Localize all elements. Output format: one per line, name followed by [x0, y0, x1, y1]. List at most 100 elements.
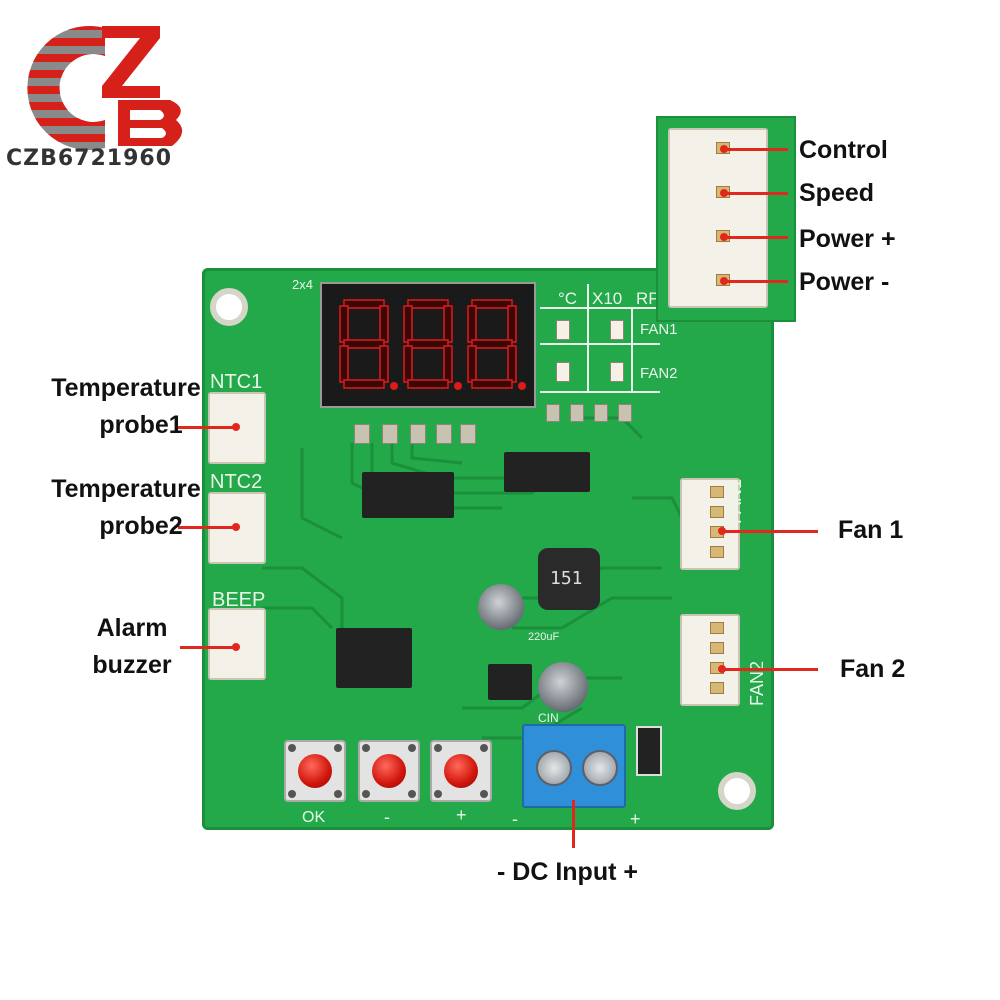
- label-control: Control: [799, 136, 888, 164]
- pcb-traces: [262, 416, 684, 740]
- resistor-201-c: [410, 424, 426, 444]
- silk-fan2-indicator: FAN2: [640, 365, 678, 382]
- silk-rpm: RP: [636, 289, 660, 308]
- silk-fan1-indicator: FAN1: [640, 321, 678, 338]
- dot-temp-probe1: [232, 423, 240, 431]
- resistor-202-c: [594, 404, 608, 422]
- label-speed: Speed: [799, 179, 875, 207]
- label-power-minus: Power -: [799, 268, 890, 296]
- lead-control: [724, 148, 788, 151]
- dot-power-plus: [720, 233, 728, 241]
- silk-minus-btn: -: [384, 807, 390, 827]
- dc-terminal-block: [522, 724, 626, 808]
- label-alarm-line1: Alarm: [96, 614, 168, 642]
- dot-temp-probe2: [232, 523, 240, 531]
- led-x10: [610, 320, 624, 340]
- btn-pin: [408, 744, 416, 752]
- fan2-pin-2: [710, 642, 724, 654]
- silk-display-label: 2x4: [292, 277, 313, 292]
- ic-driver-left: [362, 472, 454, 518]
- lead-dc-input: [572, 800, 575, 848]
- btn-pin: [362, 744, 370, 752]
- silk-ok: OK: [302, 809, 326, 826]
- btn-pin: [288, 790, 296, 798]
- fan2-pin-1: [710, 622, 724, 634]
- lead-power-minus: [724, 280, 788, 283]
- silk-ntc2: NTC2: [210, 471, 263, 493]
- btn-pin: [480, 744, 488, 752]
- capacitor-1: [478, 584, 524, 630]
- lead-temp-probe2: [178, 526, 236, 529]
- lead-alarm: [180, 646, 236, 649]
- led-fan2: [610, 362, 624, 382]
- fan1-pin-1: [710, 486, 724, 498]
- btn-pin: [334, 744, 342, 752]
- resistor-201-b: [382, 424, 398, 444]
- silk-cap-label: 220uF: [528, 631, 560, 643]
- silk-plus-btn: +: [456, 805, 467, 825]
- lead-speed: [724, 192, 788, 195]
- lead-temp-probe1: [178, 426, 236, 429]
- lead-fan2: [722, 668, 818, 671]
- mounting-hole-top-left: [210, 288, 248, 326]
- label-alarm-line2: buzzer: [92, 651, 172, 679]
- label-temp-probe1: Temperature probe1: [40, 376, 212, 438]
- brand-watermark: CZB6721960: [6, 146, 173, 171]
- dot-alarm: [232, 643, 240, 651]
- mounting-hole-bottom-right: [718, 772, 756, 810]
- btn-pin: [362, 790, 370, 798]
- minus-button[interactable]: [358, 740, 420, 802]
- label-fan2: Fan 2: [840, 655, 906, 683]
- dot-control: [720, 145, 728, 153]
- btn-pin: [334, 790, 342, 798]
- label-temp-probe2: Temperature probe2: [40, 477, 212, 539]
- lead-fan1: [722, 530, 818, 533]
- label-alarm-buzzer: Alarm buzzer: [84, 616, 180, 678]
- resistor-202-b: [570, 404, 584, 422]
- silk-dc-minus: -: [512, 809, 518, 829]
- fan1-pin-4: [710, 546, 724, 558]
- btn-pin: [434, 744, 442, 752]
- resistor-201-d: [436, 424, 452, 444]
- label-temp-probe2-line2: probe2: [99, 512, 183, 540]
- fan1-pin-2: [710, 506, 724, 518]
- ic-microcontroller: [336, 628, 412, 688]
- btn-pin: [480, 790, 488, 798]
- label-dc-input: - DC Input +: [497, 858, 638, 886]
- terminal-screw-1: [536, 750, 572, 786]
- label-power-plus: Power +: [799, 225, 896, 253]
- label-temp-probe1-line2: probe1: [99, 411, 183, 439]
- silk-x10: X10: [592, 289, 623, 308]
- plus-button[interactable]: [430, 740, 492, 802]
- silk-beep: BEEP: [212, 589, 266, 611]
- ic-regulator: [488, 664, 532, 700]
- display-digits: [339, 299, 526, 390]
- brand-logo: [10, 8, 200, 158]
- silk-dc-plus: +: [630, 809, 641, 829]
- resistor-201-a: [354, 424, 370, 444]
- ok-button[interactable]: [284, 740, 346, 802]
- dot-fan1: [718, 527, 726, 535]
- terminal-screw-2: [582, 750, 618, 786]
- inductor-label: 151: [550, 568, 583, 589]
- lead-power-plus: [724, 236, 788, 239]
- led-fan1: [556, 362, 570, 382]
- resistor-201-e: [460, 424, 476, 444]
- resistor-202-d: [618, 404, 632, 422]
- silk-celsius: °C: [558, 289, 578, 308]
- dot-power-minus: [720, 277, 728, 285]
- label-fan1: Fan 1: [838, 516, 904, 544]
- silk-cin: CIN: [538, 711, 559, 725]
- plus-button-cap: [444, 754, 478, 788]
- dot-speed: [720, 189, 728, 197]
- dot-fan2: [718, 665, 726, 673]
- minus-button-cap: [372, 754, 406, 788]
- label-temp-probe1-line1: Temperature: [51, 374, 201, 402]
- inductor: 151: [538, 548, 600, 610]
- resistor-202-a: [546, 404, 560, 422]
- ic-driver-right: [504, 452, 590, 492]
- silk-fan1-vertical: FAN1: [725, 478, 745, 524]
- ok-button-cap: [298, 754, 332, 788]
- btn-pin: [434, 790, 442, 798]
- btn-pin: [288, 744, 296, 752]
